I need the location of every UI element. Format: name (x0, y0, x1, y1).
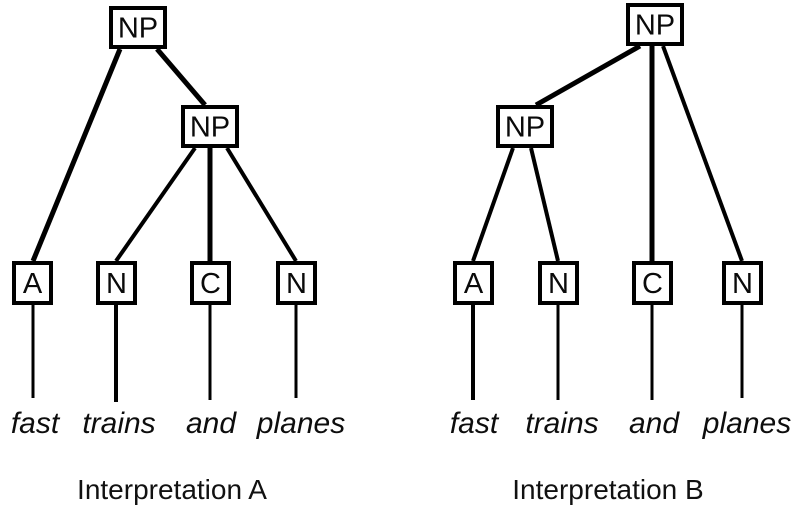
node-box-np[interactable] (181, 105, 239, 148)
node-label: N (732, 268, 753, 300)
node-box-a[interactable] (453, 261, 494, 305)
tree-edge (30, 48, 123, 262)
tree-edge (529, 147, 560, 262)
terminal-word: planes (702, 407, 791, 440)
node-label: N (548, 268, 569, 300)
node-label: N (106, 268, 127, 300)
node-box-n[interactable] (96, 261, 137, 305)
node-box-n[interactable] (722, 261, 763, 305)
tree-caption: Interpretation B (512, 474, 703, 505)
node-label: N (286, 268, 307, 300)
terminal-word: and (629, 407, 680, 440)
node-box-a[interactable] (12, 261, 53, 305)
terminal-word: planes (256, 407, 345, 440)
node-box-np[interactable] (626, 3, 684, 46)
node-box-c[interactable] (190, 261, 231, 305)
tree-edge (155, 47, 207, 107)
node-label: NP (635, 10, 675, 42)
node-label: NP (190, 112, 230, 144)
node-box-n[interactable] (538, 261, 579, 305)
terminal-word: fast (11, 407, 61, 440)
terminal-word: fast (450, 407, 500, 440)
node-box-n[interactable] (276, 261, 317, 305)
node-box-c[interactable] (632, 261, 673, 305)
tree-edge (114, 146, 197, 263)
node-label: A (23, 268, 43, 300)
terminal-word: trains (82, 407, 155, 440)
node-label: A (464, 268, 484, 300)
node-box-np[interactable] (496, 105, 554, 148)
tree-caption: Interpretation A (77, 474, 267, 505)
tree-edge (225, 146, 298, 263)
tree-edge (471, 147, 515, 262)
terminal-word: trains (525, 407, 598, 440)
tree-edge (534, 43, 642, 108)
node-label: C (200, 268, 221, 300)
node-label: NP (118, 13, 158, 45)
node-label: NP (505, 112, 545, 144)
node-label: C (642, 268, 663, 300)
terminal-word: and (186, 407, 237, 440)
tree-edge (661, 45, 744, 262)
node-box-np[interactable] (109, 6, 167, 49)
